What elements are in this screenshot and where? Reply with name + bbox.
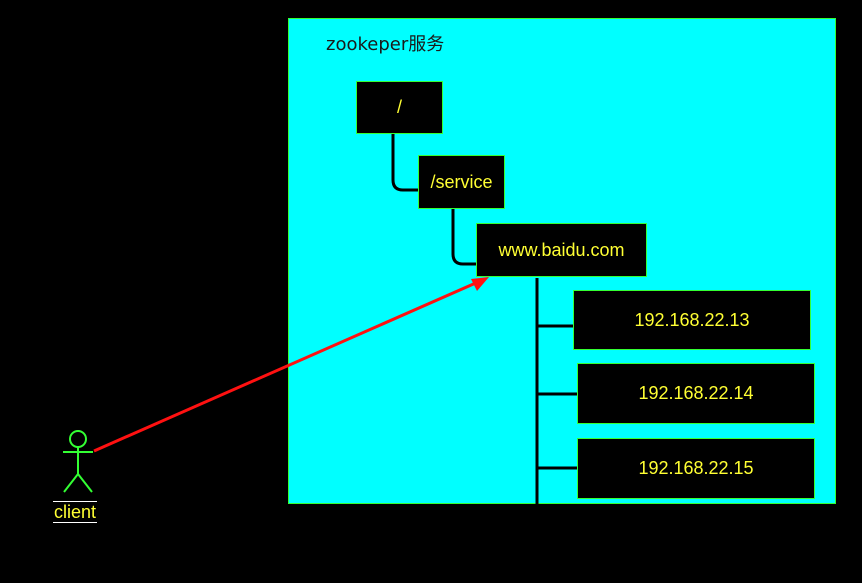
service-title: zookeper服务 bbox=[326, 34, 445, 55]
service-node: /service bbox=[418, 155, 505, 209]
client-request-arrow bbox=[93, 277, 489, 453]
client-label: client bbox=[53, 501, 98, 523]
connector-root-service bbox=[391, 133, 419, 192]
ip-node-1: 192.168.22.13 bbox=[573, 290, 811, 350]
client-actor-icon bbox=[63, 430, 93, 493]
root-node: / bbox=[356, 81, 443, 134]
connector-service-domain bbox=[451, 209, 477, 266]
ip-node-3: 192.168.22.15 bbox=[577, 438, 815, 499]
ip-node-2: 192.168.22.14 bbox=[577, 363, 815, 424]
domain-node: www.baidu.com bbox=[476, 223, 647, 277]
